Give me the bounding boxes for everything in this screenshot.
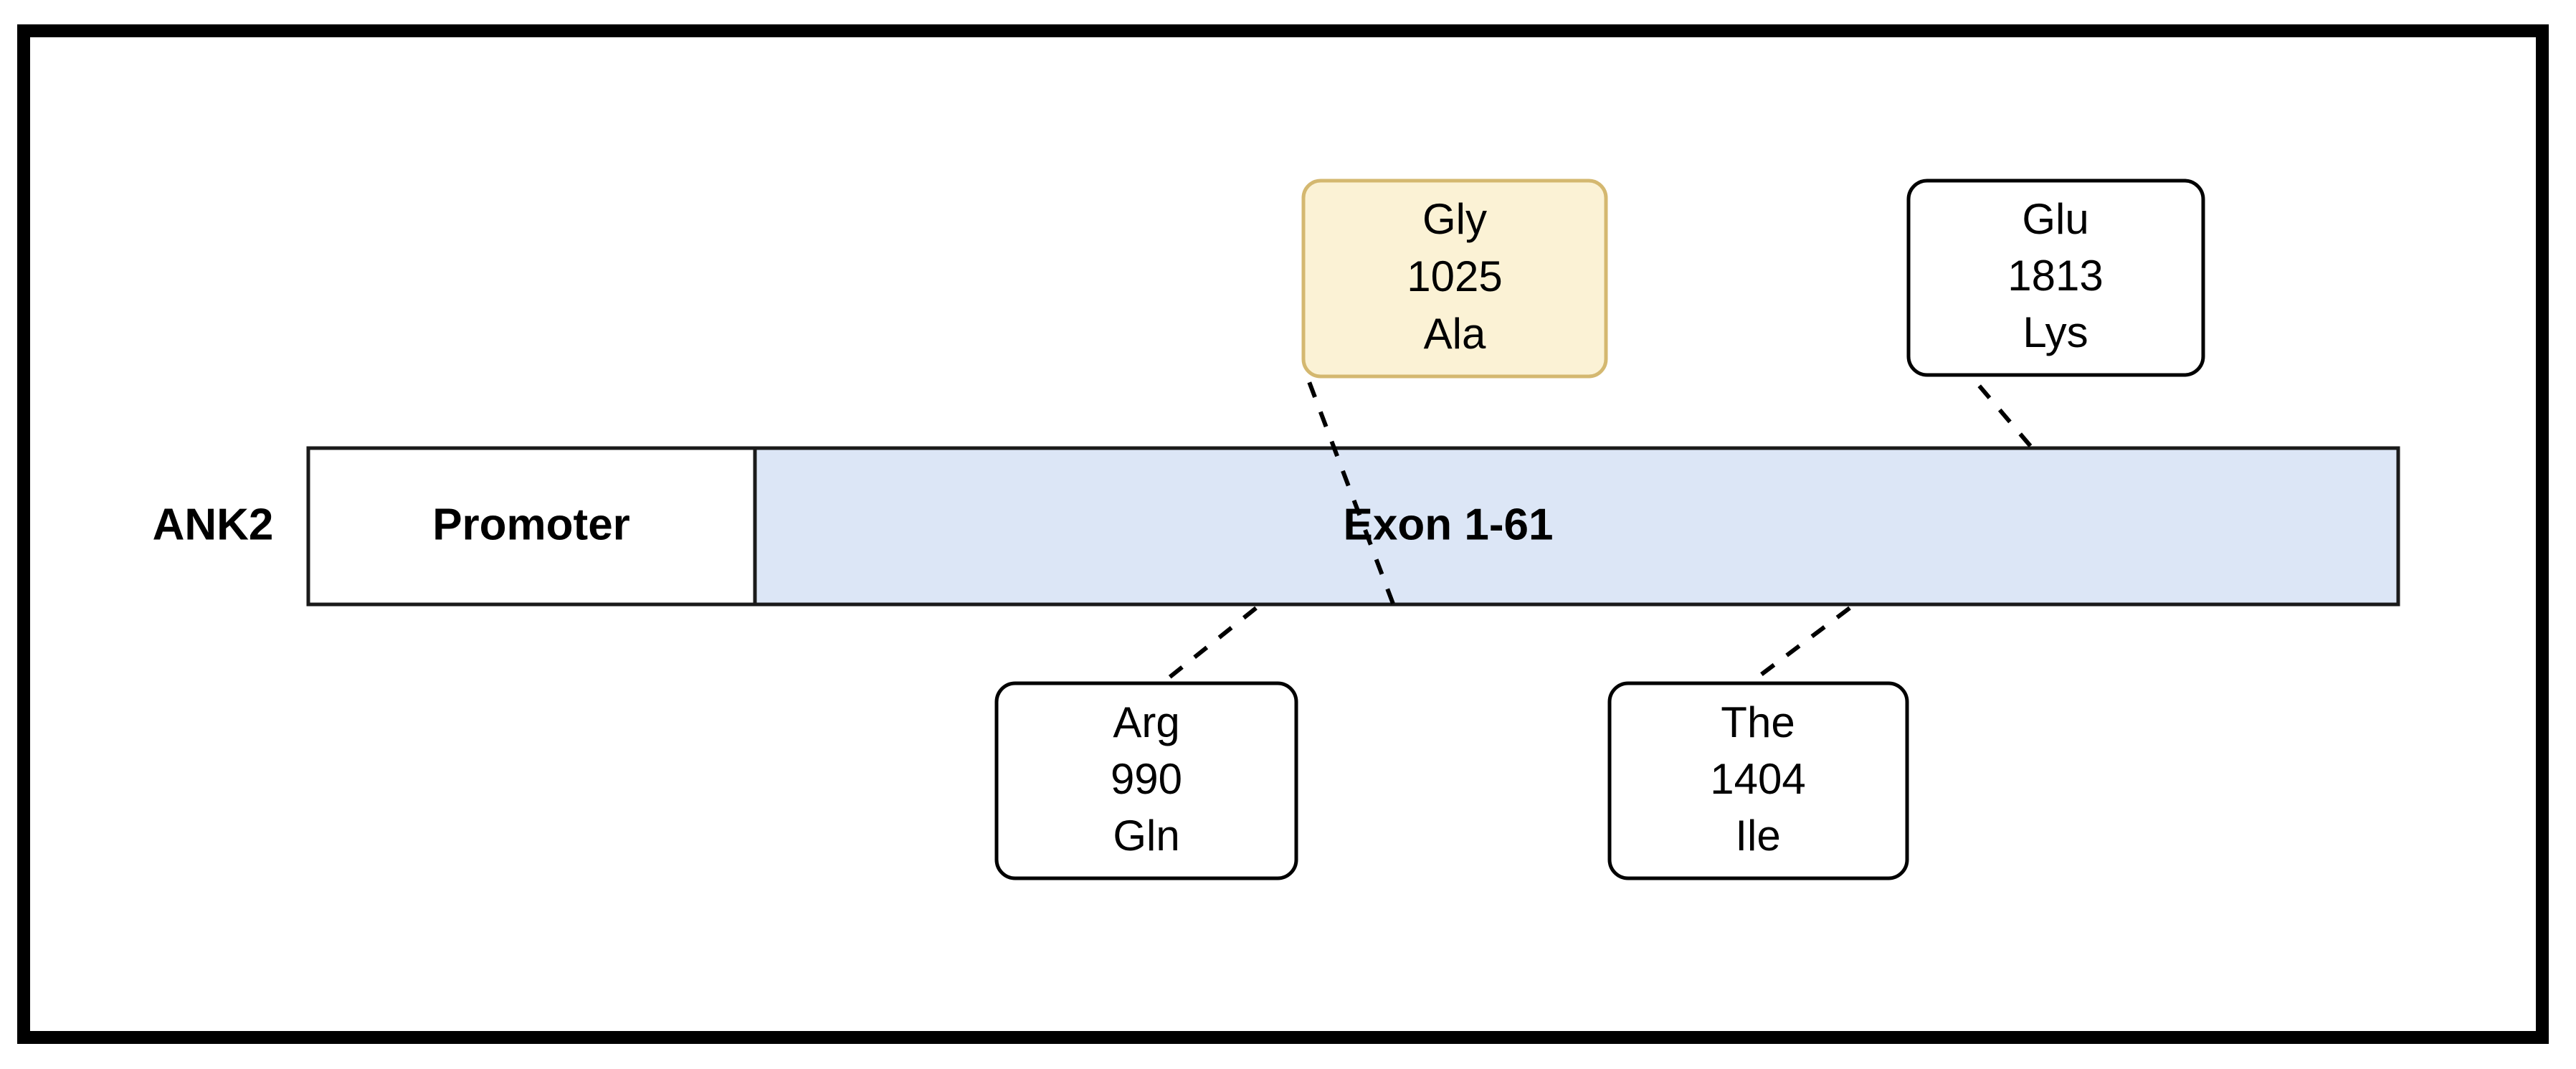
variant-alt-aa: Ile: [1735, 812, 1780, 860]
leader-line-arg990gln: [1165, 606, 1258, 682]
variant-codon: 1025: [1407, 252, 1502, 300]
gene-segment-exon[interactable]: [753, 446, 2400, 607]
gene-segment-promoter-label: Promoter: [432, 500, 630, 549]
variant-callout-the1404ile[interactable]: The 1404 Ile: [1607, 681, 1909, 880]
variant-ref-aa: Glu: [2022, 195, 2088, 243]
gene-segment-promoter[interactable]: [306, 446, 757, 607]
variant-alt-aa: Gln: [1113, 812, 1179, 860]
variant-callout-box: [1301, 179, 1608, 379]
leader-line-glu1813lys: [1971, 377, 2033, 447]
variant-callout-gly1025ala[interactable]: Gly 1025 Ala: [1301, 179, 1608, 379]
gene-name-label: ANK2: [153, 500, 274, 549]
variant-callout-arg990gln[interactable]: Arg 990 Gln: [994, 681, 1298, 880]
variant-ref-aa: Gly: [1422, 195, 1487, 243]
variant-callout-box: [1906, 179, 2205, 377]
variant-codon: 990: [1111, 755, 1182, 803]
variant-callout-box: [1607, 681, 1909, 880]
leader-line-gly1025ala: [1306, 379, 1395, 605]
variant-callout-box: [994, 681, 1298, 880]
gene-segment-exon-label: Exon 1-61: [1344, 500, 1554, 549]
leader-line-the1404ile: [1753, 606, 1851, 682]
variant-ref-aa: The: [1721, 698, 1795, 746]
variant-alt-aa: Lys: [2023, 308, 2088, 356]
variant-callout-glu1813lys[interactable]: Glu 1813 Lys: [1906, 179, 2205, 377]
variant-codon: 1404: [1710, 755, 1805, 803]
variant-codon: 1813: [2007, 252, 2103, 300]
variant-ref-aa: Arg: [1113, 698, 1179, 746]
variant-alt-aa: Ala: [1424, 310, 1486, 358]
